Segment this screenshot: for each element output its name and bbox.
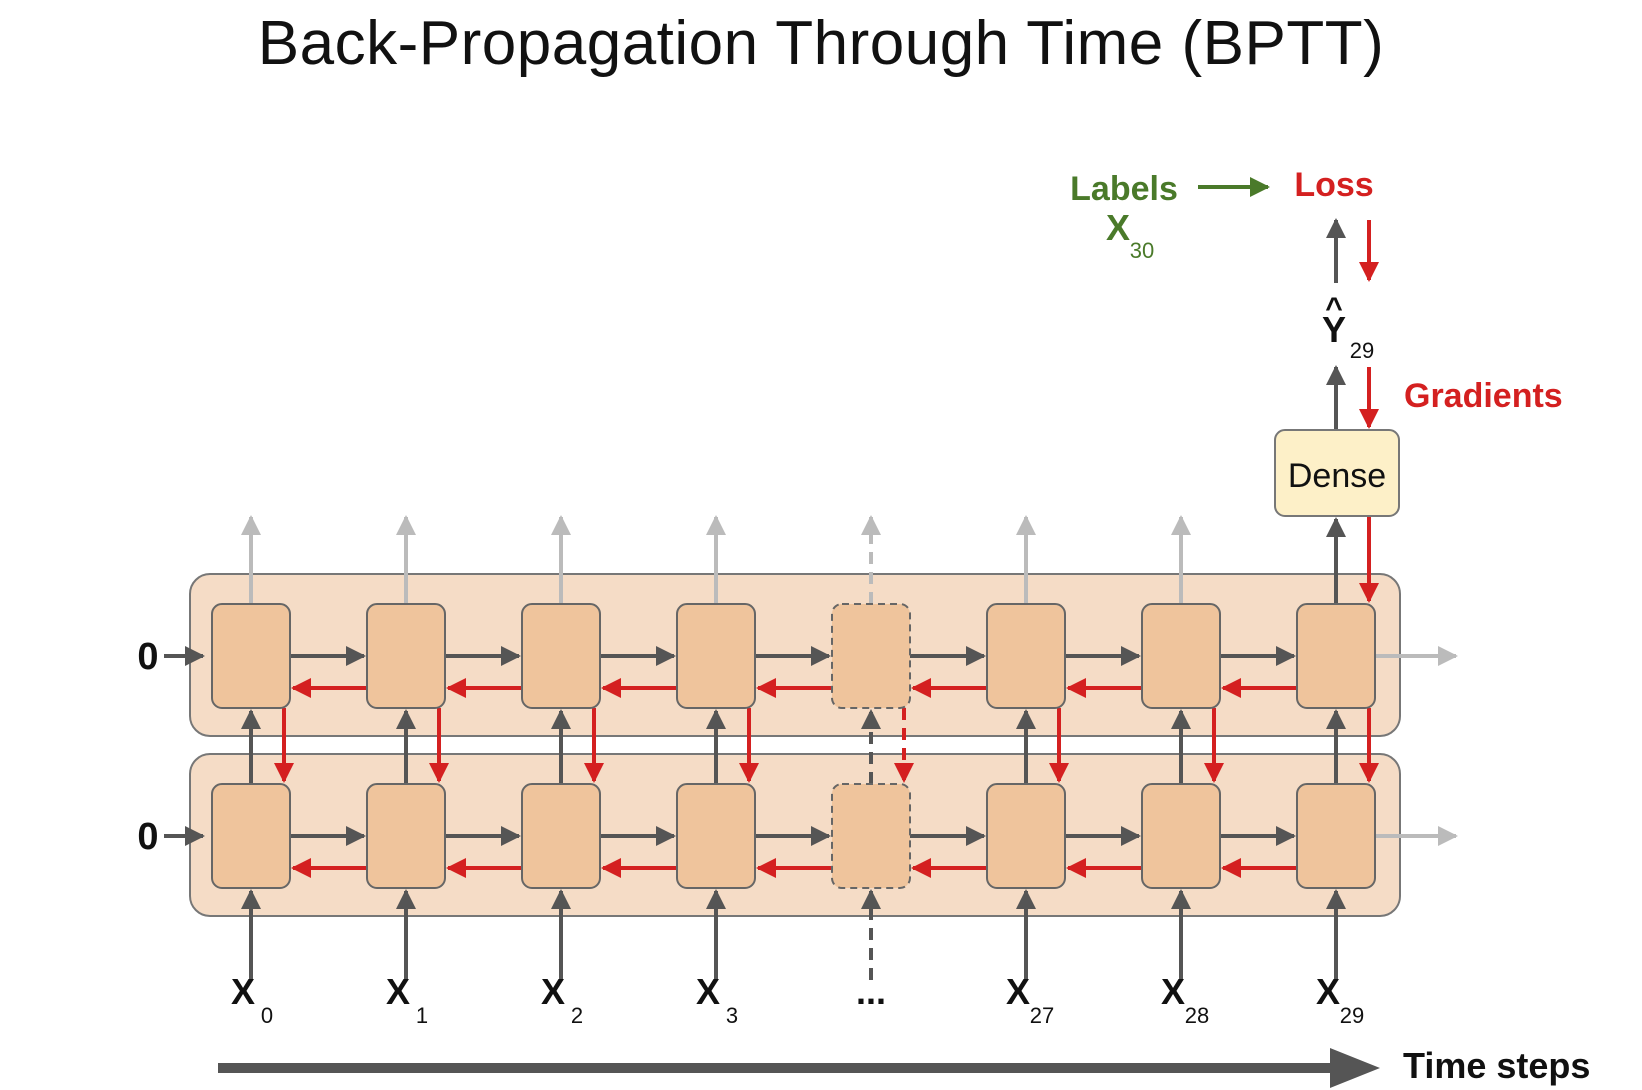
time-steps-arrowhead: [1330, 1048, 1380, 1088]
input-label-1: X: [386, 971, 410, 1012]
time-steps-label: Time steps: [1403, 1045, 1590, 1086]
yhat-var: Y: [1322, 309, 1346, 350]
top-cell-4: [831, 603, 911, 709]
bottom-initial-state: 0: [137, 816, 158, 858]
input-sub-6: 28: [1185, 1003, 1209, 1028]
input-label-6: X: [1161, 971, 1185, 1012]
yhat-hat: ^: [1325, 292, 1343, 325]
yhat-sub: 29: [1350, 338, 1374, 363]
input-sub-2: 2: [571, 1003, 583, 1028]
bottom-cell-2: [521, 783, 601, 889]
input-sub-1: 1: [416, 1003, 428, 1028]
page-title: Back-Propagation Through Time (BPTT): [257, 9, 1385, 78]
loss-label: Loss: [1294, 166, 1373, 204]
top-cell-7: [1296, 603, 1376, 709]
bottom-cell-4: [831, 783, 911, 889]
bottom-cell-0: [211, 783, 291, 889]
top-cell-0: [211, 603, 291, 709]
input-sub-3: 3: [726, 1003, 738, 1028]
top-cell-2: [521, 603, 601, 709]
bottom-cell-7: [1296, 783, 1376, 889]
input-label-7: X: [1316, 971, 1340, 1012]
top-cell-5: [986, 603, 1066, 709]
input-label-0: X: [231, 971, 255, 1012]
input-sub-7: 29: [1340, 1003, 1364, 1028]
top-cell-3: [676, 603, 756, 709]
bottom-cell-5: [986, 783, 1066, 889]
top-initial-state: 0: [137, 636, 158, 678]
top-cell-1: [366, 603, 446, 709]
input-label-5: X: [1006, 971, 1030, 1012]
dense-label: Dense: [1288, 457, 1386, 495]
input-label-3: X: [696, 971, 720, 1012]
bottom-cell-1: [366, 783, 446, 889]
labels-text: Labels: [1070, 170, 1178, 208]
gradients-label: Gradients: [1404, 377, 1563, 415]
bottom-cell-3: [676, 783, 756, 889]
input-label-4: ...: [856, 971, 886, 1012]
input-sub-0: 0: [261, 1003, 273, 1028]
dense-box: [1274, 429, 1400, 517]
labels-sub: 30: [1130, 238, 1154, 263]
bottom-cell-6: [1141, 783, 1221, 889]
input-label-2: X: [541, 971, 565, 1012]
input-sub-5: 27: [1030, 1003, 1054, 1028]
labels-var: X: [1106, 207, 1130, 248]
top-cell-6: [1141, 603, 1221, 709]
